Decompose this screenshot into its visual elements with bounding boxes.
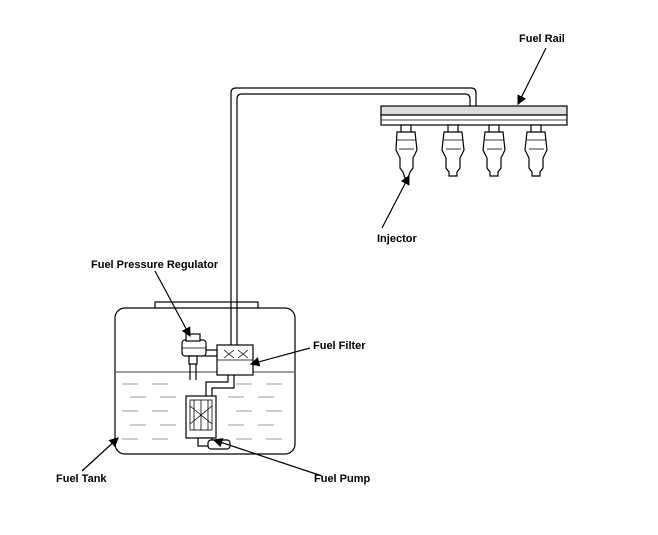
- fuel-tank-leader: [81, 437, 119, 472]
- pump-feed-line: [205, 375, 235, 396]
- injector-label: Injector: [377, 233, 417, 245]
- fuel-supply-line: [230, 87, 477, 345]
- fuel-rail: [380, 105, 568, 126]
- fuel-filter-leader: [249, 347, 311, 367]
- fuel-rail-label: Fuel Rail: [519, 33, 565, 45]
- fuel-rail-leader: [517, 47, 547, 106]
- fuel-pump-label: Fuel Pump: [314, 473, 371, 485]
- fuel-pressure-regulator-label: Fuel Pressure Regulator: [91, 259, 219, 271]
- injector-3: [482, 124, 506, 177]
- injector-2: [441, 124, 465, 177]
- fuel-pump-leader: [212, 438, 323, 477]
- fuel-surface-lines: [122, 383, 282, 440]
- injector-1: [395, 124, 418, 179]
- fuel-filter-label: Fuel Filter: [313, 340, 366, 352]
- injector-4: [524, 124, 548, 177]
- injector-leader: [381, 174, 410, 229]
- fuel-pressure-regulator: [181, 333, 207, 380]
- fuel-filter: [204, 344, 254, 376]
- fuel-tank-label: Fuel Tank: [56, 473, 107, 485]
- fuel-pressure-regulator-leader: [154, 270, 191, 338]
